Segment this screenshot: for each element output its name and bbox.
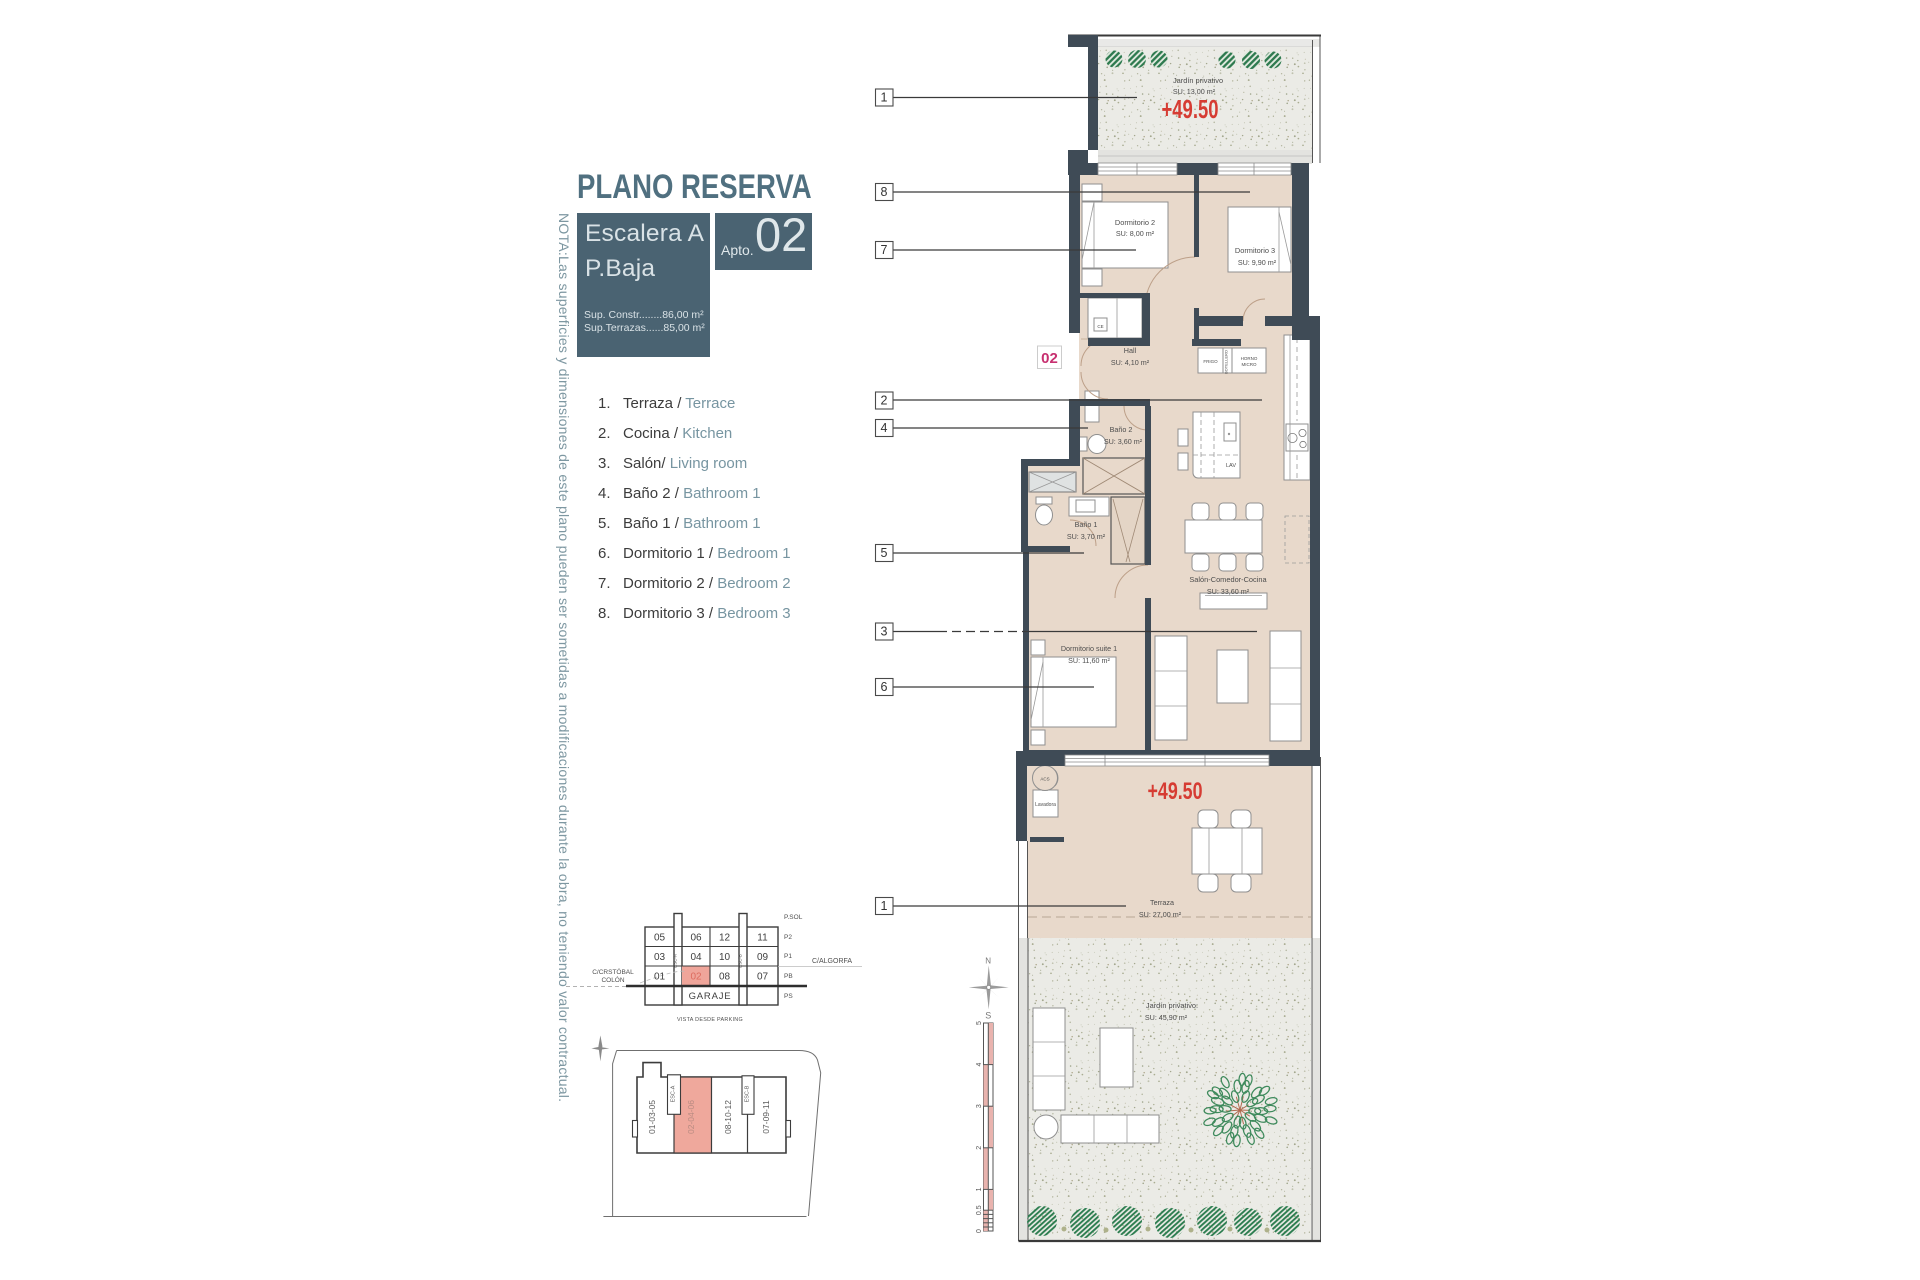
svg-text:02: 02 — [690, 972, 702, 983]
svg-text:PS: PS — [784, 993, 793, 1000]
svg-text:7: 7 — [881, 243, 888, 257]
svg-text:ACS: ACS — [1040, 777, 1049, 782]
svg-text:SU: 13,00 m²: SU: 13,00 m² — [1173, 87, 1216, 96]
svg-text:5: 5 — [881, 546, 888, 560]
svg-text:P1: P1 — [784, 953, 792, 960]
svg-text:MICRO: MICRO — [1242, 362, 1257, 367]
svg-text:03: 03 — [654, 952, 666, 963]
svg-text:C/ALGORFA: C/ALGORFA — [812, 958, 852, 965]
svg-text:SU: 11,60 m²: SU: 11,60 m² — [1068, 656, 1110, 665]
svg-text:4: 4 — [881, 421, 888, 435]
svg-text:05: 05 — [654, 933, 666, 944]
svg-text:Dormitorio suite 1: Dormitorio suite 1 — [1061, 644, 1117, 653]
svg-text:Lavadora: Lavadora — [1035, 802, 1056, 808]
svg-text:07: 07 — [757, 972, 769, 983]
svg-text:Dormitorio 2: Dormitorio 2 — [1115, 218, 1155, 227]
svg-text:+49.50: +49.50 — [1162, 94, 1219, 124]
svg-text:10: 10 — [719, 952, 731, 963]
svg-text:4: 4 — [976, 1063, 983, 1067]
svg-text:0.5: 0.5 — [976, 1205, 983, 1215]
svg-text:Salón-Comedor-Cocina: Salón-Comedor-Cocina — [1189, 575, 1267, 584]
svg-text:09: 09 — [757, 952, 769, 963]
svg-text:SU: 33,60 m²: SU: 33,60 m² — [1207, 587, 1250, 596]
svg-text:02-04-06: 02-04-06 — [686, 1100, 696, 1134]
svg-text:SU: 4,10 m²: SU: 4,10 m² — [1111, 358, 1150, 367]
svg-text:07-09-11: 07-09-11 — [761, 1100, 771, 1134]
svg-text:ESC-A: ESC-A — [673, 954, 678, 968]
svg-text:04: 04 — [690, 952, 702, 963]
svg-text:12: 12 — [719, 933, 731, 944]
svg-text:ESC-B: ESC-B — [745, 1085, 751, 1102]
svg-text:8: 8 — [881, 185, 888, 199]
svg-text:3: 3 — [881, 625, 888, 639]
svg-text:06: 06 — [690, 933, 702, 944]
svg-text:SU: 27,00 m²: SU: 27,00 m² — [1139, 910, 1182, 919]
svg-text:Dormitorio 3: Dormitorio 3 — [1235, 246, 1275, 255]
svg-text:Hall: Hall — [1124, 346, 1137, 355]
svg-text:P2: P2 — [784, 934, 792, 941]
svg-text:02: 02 — [1041, 350, 1058, 367]
svg-text:SU: 9,90 m²: SU: 9,90 m² — [1238, 258, 1277, 267]
svg-text:FRIGO: FRIGO — [1203, 359, 1218, 364]
svg-text:PB: PB — [784, 973, 793, 980]
svg-text:1: 1 — [881, 91, 888, 105]
svg-text:11: 11 — [757, 933, 768, 944]
svg-text:0: 0 — [976, 1229, 983, 1233]
svg-text:2: 2 — [976, 1146, 983, 1150]
svg-text:CE: CE — [1097, 324, 1103, 329]
svg-text:01-03-05: 01-03-05 — [647, 1100, 657, 1134]
svg-text:5: 5 — [976, 1021, 983, 1025]
svg-text:1: 1 — [881, 899, 888, 913]
svg-text:Terraza: Terraza — [1150, 898, 1174, 907]
svg-text:08-10-12: 08-10-12 — [723, 1100, 733, 1134]
svg-text:COLÓN: COLÓN — [601, 975, 624, 984]
svg-text:GARAJE: GARAJE — [689, 991, 732, 1002]
svg-text:08: 08 — [719, 972, 731, 983]
svg-text:SU: 8,00 m²: SU: 8,00 m² — [1116, 229, 1155, 238]
svg-text:S: S — [985, 1010, 991, 1020]
svg-text:Jardín privativo:: Jardín privativo: — [1146, 1001, 1198, 1010]
svg-text:C/CRSTÓBAL: C/CRSTÓBAL — [592, 967, 634, 976]
svg-text:+49.50: +49.50 — [1148, 778, 1203, 805]
svg-text:SU: 45,90 m²: SU: 45,90 m² — [1145, 1013, 1188, 1022]
svg-text:Baño 2: Baño 2 — [1110, 425, 1133, 434]
svg-text:Jardín privativo: Jardín privativo — [1173, 76, 1223, 85]
svg-text:ESC-B: ESC-B — [738, 954, 743, 968]
svg-text:ESC-A: ESC-A — [671, 1085, 677, 1102]
svg-text:P.SOL: P.SOL — [784, 914, 803, 921]
svg-text:6: 6 — [881, 680, 888, 694]
svg-text:N: N — [985, 956, 991, 965]
svg-text:SU: 3,70 m²: SU: 3,70 m² — [1067, 532, 1106, 541]
svg-text:1: 1 — [976, 1187, 983, 1191]
svg-text:Baño 1: Baño 1 — [1075, 520, 1098, 529]
svg-text:01: 01 — [654, 972, 666, 983]
svg-text:HORNO: HORNO — [1241, 356, 1258, 361]
svg-text:2: 2 — [881, 394, 888, 408]
svg-text:LAV: LAV — [1226, 463, 1236, 469]
svg-text:BOTELLERO: BOTELLERO — [1224, 350, 1229, 374]
svg-text:SU: 3,60 m²: SU: 3,60 m² — [1104, 437, 1143, 446]
svg-text:VISTA DESDE PARKING: VISTA DESDE PARKING — [677, 1017, 743, 1023]
svg-text:3: 3 — [976, 1104, 983, 1108]
